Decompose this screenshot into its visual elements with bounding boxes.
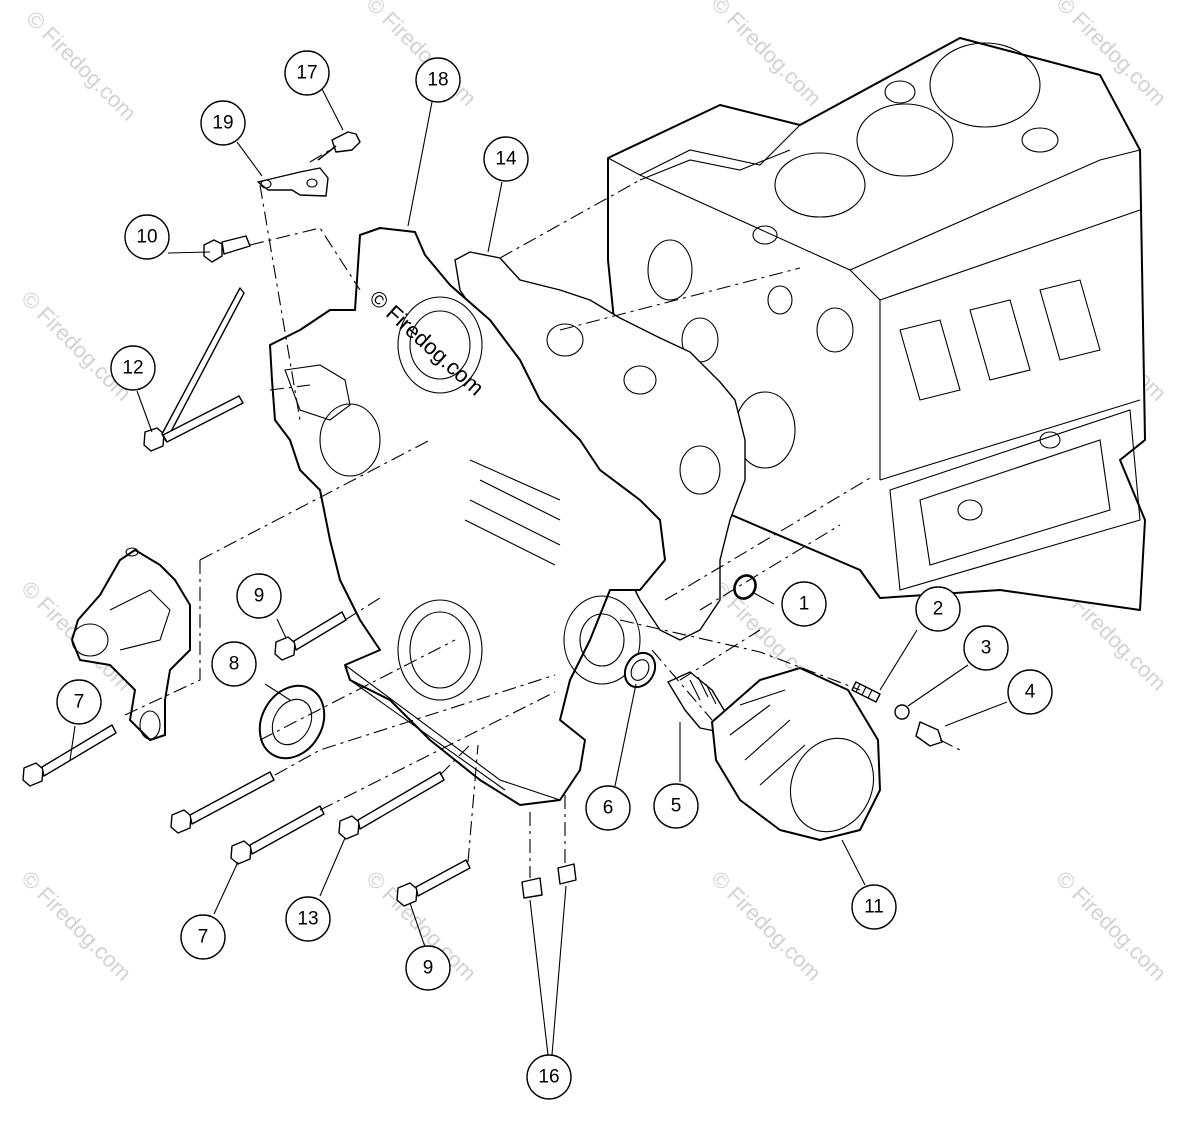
- alignment-lines: [124, 149, 961, 878]
- callout-3: 3: [963, 625, 1009, 671]
- svg-text:17: 17: [296, 63, 317, 84]
- svg-text:7: 7: [198, 927, 209, 948]
- svg-text:5: 5: [671, 796, 682, 817]
- callout-11: 11: [851, 884, 897, 930]
- plug-4: [915, 721, 943, 747]
- callout-14: 14: [483, 136, 529, 182]
- callout-9-upper: 9: [236, 573, 282, 619]
- water-pump: [71, 547, 191, 741]
- plug-16-left: [521, 877, 543, 899]
- oil-filter-11: [711, 667, 881, 841]
- svg-text:6: 6: [603, 798, 614, 819]
- bolt-12: [143, 287, 245, 452]
- bolt-long-a: [170, 771, 275, 834]
- o-ring-1: [733, 574, 757, 600]
- watermark-text: © Firedog.com: [16, 286, 136, 406]
- watermark-text: © Firedog.com: [706, 866, 826, 986]
- bolt-9-upper: [274, 611, 347, 661]
- svg-text:16: 16: [538, 1067, 559, 1088]
- bolt-10: [203, 235, 251, 263]
- callout-1: 1: [781, 581, 827, 627]
- callout-8: 8: [211, 641, 257, 687]
- plug-16-right: [557, 863, 577, 885]
- svg-text:19: 19: [212, 113, 233, 134]
- callout-18: 18: [415, 57, 461, 103]
- bolt-12-shaft: [162, 395, 244, 443]
- callout-17: 17: [284, 50, 330, 96]
- watermark-text: © Firedog.com: [706, 0, 826, 111]
- leader-lines: [69, 88, 1008, 1056]
- bolt-7-bottom: [230, 805, 325, 865]
- relief-ball-3: [894, 704, 910, 720]
- svg-text:13: 13: [297, 909, 318, 930]
- callout-7-bottom: 7: [180, 914, 226, 960]
- svg-text:14: 14: [495, 149, 517, 170]
- callout-9-lower: 9: [405, 945, 451, 991]
- svg-text:9: 9: [254, 586, 265, 607]
- svg-text:1: 1: [799, 594, 810, 615]
- watermark-text: © Firedog.com: [21, 6, 141, 126]
- watermark-text: © Firedog.com: [1051, 866, 1171, 986]
- svg-text:4: 4: [1025, 682, 1036, 703]
- bolt-17: [317, 131, 361, 161]
- bolt-9-lower: [396, 859, 471, 907]
- svg-text:9: 9: [423, 958, 434, 979]
- callout-12: 12: [110, 345, 156, 391]
- callout-6: 6: [585, 785, 631, 831]
- svg-text:7: 7: [74, 692, 85, 713]
- bolt-13: [338, 771, 445, 840]
- svg-text:18: 18: [427, 70, 448, 91]
- bracket-19: [257, 167, 329, 197]
- callout-7-left: 7: [56, 679, 102, 725]
- svg-text:8: 8: [229, 654, 240, 675]
- svg-text:10: 10: [136, 227, 157, 248]
- callout-10: 10: [124, 214, 170, 260]
- watermark-text: © Firedog.com: [16, 866, 136, 986]
- callout-5: 5: [653, 783, 699, 829]
- svg-text:11: 11: [864, 897, 884, 918]
- callout-2: 2: [915, 586, 961, 632]
- relief-spring-2: [851, 681, 881, 703]
- callout-4: 4: [1007, 669, 1053, 715]
- callout-13: 13: [285, 896, 331, 942]
- svg-text:2: 2: [933, 599, 944, 620]
- svg-text:12: 12: [122, 358, 143, 379]
- callout-19: 19: [200, 100, 246, 146]
- gasket-6: [623, 651, 657, 689]
- bolt-7-left: [22, 724, 117, 787]
- oil-seal-8: [258, 684, 326, 760]
- callout-16: 16: [526, 1054, 572, 1100]
- gear-case-cover: [269, 227, 666, 806]
- svg-text:3: 3: [981, 638, 992, 659]
